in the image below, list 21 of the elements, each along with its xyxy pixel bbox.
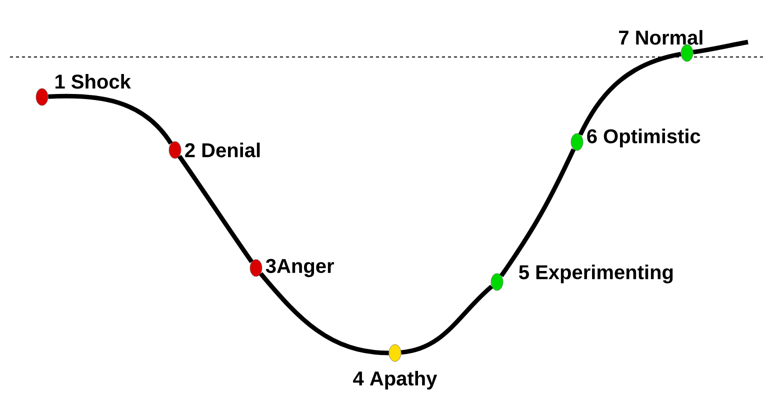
- curve-segment: [400, 284, 494, 355]
- stage-label: 6 Optimistic: [587, 128, 700, 148]
- curve-segment: [500, 148, 576, 278]
- stage-dot: [490, 264, 673, 291]
- curve-segment: [259, 272, 389, 356]
- stage-label: 4 Apathy: [353, 370, 438, 390]
- stage-dot: [353, 344, 438, 390]
- stage-label: 7 Normal: [619, 30, 702, 45]
- stage-label: 3Anger: [266, 258, 334, 278]
- curve-segment: [48, 94, 173, 145]
- curve-segment: [578, 52, 682, 136]
- stage-dot: [619, 30, 702, 62]
- stage-dot: [36, 74, 131, 106]
- curve-segment: [692, 40, 748, 54]
- stage-label: 2 Denial: [185, 142, 260, 158]
- stage-label: 5 Experimenting: [519, 264, 673, 284]
- stage-dot: [168, 141, 260, 159]
- curve-segment: [178, 154, 254, 264]
- stage-dot: [250, 258, 334, 278]
- stage-label: 1 Shock: [56, 74, 131, 89]
- stage-dot: [570, 128, 700, 151]
